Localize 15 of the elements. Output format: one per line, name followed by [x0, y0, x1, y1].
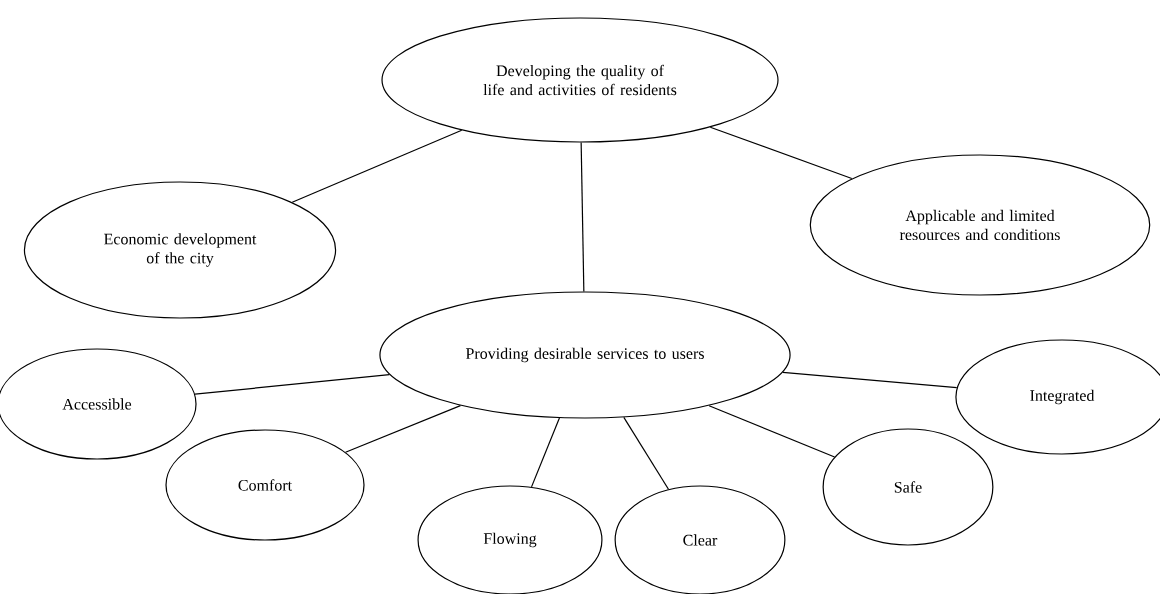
ellipse-node: Providing desirable services to users: [379, 291, 791, 419]
connector-line: [580, 142, 585, 292]
connector-line: [344, 405, 462, 453]
connector-line: [709, 126, 853, 180]
connector-line: [708, 405, 836, 458]
ellipse-node: Economic development of the city: [23, 181, 337, 319]
ellipse-node: Safe: [822, 428, 994, 546]
ellipse-node: Comfort: [165, 429, 365, 541]
connector-line: [623, 416, 670, 490]
connector-line: [194, 374, 390, 395]
connector-line: [291, 129, 463, 203]
connector-line: [530, 417, 560, 488]
connector-line: [782, 371, 958, 389]
ellipse-node: Developing the quality of life and activities of residents: [381, 17, 779, 143]
ellipse-node: Applicable and limited resources and conditions: [809, 154, 1151, 296]
